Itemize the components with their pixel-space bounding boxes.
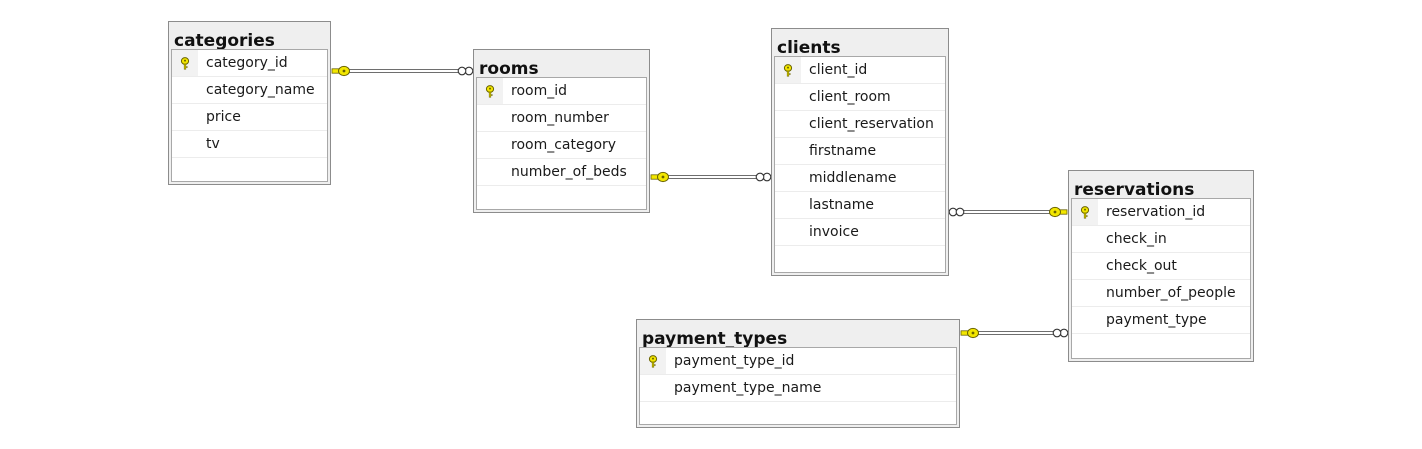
row-gutter (172, 131, 198, 157)
column-row[interactable]: payment_type_name (640, 375, 956, 402)
relation-one-key-icon (960, 327, 979, 339)
row-gutter (775, 219, 801, 245)
primary-key-gutter (172, 50, 198, 76)
column-row[interactable]: category_name (172, 77, 327, 104)
column-name: category_name (206, 82, 315, 98)
column-row[interactable]: client_id (775, 57, 945, 84)
row-gutter (1072, 307, 1098, 333)
relation-many-infinity-icon (1052, 328, 1069, 338)
table-columns: room_id room_number room_category number_of… (476, 77, 647, 210)
primary-key-icon (485, 84, 495, 98)
column-row[interactable]: check_in (1072, 226, 1250, 253)
column-row[interactable]: reservation_id (1072, 199, 1250, 226)
primary-key-icon (180, 56, 190, 70)
column-row[interactable]: price (172, 104, 327, 131)
column-name: lastname (809, 197, 874, 213)
column-name: client_reservation (809, 116, 934, 132)
column-name: payment_type_id (674, 353, 795, 369)
row-gutter (477, 159, 503, 185)
relation-many-infinity-icon (755, 172, 772, 182)
relation-reservations-clients[interactable] (948, 206, 1068, 218)
column-name: room_number (511, 110, 609, 126)
column-name: check_in (1106, 231, 1167, 247)
column-row[interactable]: category_id (172, 50, 327, 77)
relation-many-infinity-icon (457, 66, 474, 76)
row-gutter (775, 138, 801, 164)
column-name: number_of_beds (511, 164, 627, 180)
row-gutter (172, 77, 198, 103)
row-gutter (775, 84, 801, 110)
column-row[interactable]: number_of_people (1072, 280, 1250, 307)
table-title: clients (777, 38, 841, 57)
primary-key-icon (783, 63, 793, 77)
column-name: room_id (511, 83, 567, 99)
primary-key-icon (648, 354, 658, 368)
column-row[interactable]: middlename (775, 165, 945, 192)
row-gutter (1072, 280, 1098, 306)
column-name: check_out (1106, 258, 1177, 274)
column-name: invoice (809, 224, 859, 240)
column-name: client_id (809, 62, 868, 78)
relation-many-infinity-icon (948, 207, 965, 217)
primary-key-gutter (477, 78, 503, 104)
column-name: firstname (809, 143, 877, 159)
relation-categories-rooms[interactable] (331, 65, 474, 77)
column-row[interactable]: room_id (477, 78, 646, 105)
row-gutter (1072, 253, 1098, 279)
table-title: rooms (479, 59, 539, 78)
column-name: payment_type (1106, 312, 1207, 328)
row-gutter (477, 105, 503, 131)
primary-key-gutter (640, 348, 666, 374)
column-name: tv (206, 136, 220, 152)
table-title: categories (174, 31, 275, 50)
column-row[interactable]: client_reservation (775, 111, 945, 138)
row-gutter (640, 375, 666, 401)
column-name: client_room (809, 89, 891, 105)
row-gutter (775, 192, 801, 218)
column-name: reservation_id (1106, 204, 1206, 220)
primary-key-gutter (775, 57, 801, 83)
column-row[interactable]: invoice (775, 219, 945, 246)
column-row[interactable]: payment_type_id (640, 348, 956, 375)
column-row[interactable]: tv (172, 131, 327, 158)
relation-rooms-clients[interactable] (650, 171, 772, 183)
table-title: payment_types (642, 329, 788, 348)
column-row[interactable]: lastname (775, 192, 945, 219)
primary-key-gutter (1072, 199, 1098, 225)
column-name: room_category (511, 137, 617, 153)
relation-one-key-icon (650, 171, 669, 183)
column-name: price (206, 109, 241, 125)
primary-key-icon (1080, 205, 1090, 219)
column-row[interactable]: number_of_beds (477, 159, 646, 186)
relation-one-key-icon (1049, 206, 1068, 218)
column-name: number_of_people (1106, 285, 1236, 301)
column-row[interactable]: room_category (477, 132, 646, 159)
column-row[interactable]: payment_type (1072, 307, 1250, 334)
table-clients[interactable]: clients client_id client_room client_reser… (771, 28, 949, 276)
row-gutter (775, 111, 801, 137)
row-gutter (1072, 226, 1098, 252)
column-row[interactable]: check_out (1072, 253, 1250, 280)
table-columns: payment_type_id payment_type_name (639, 347, 957, 425)
column-row[interactable]: client_room (775, 84, 945, 111)
column-row[interactable]: firstname (775, 138, 945, 165)
column-name: category_id (206, 55, 288, 71)
column-row[interactable]: room_number (477, 105, 646, 132)
column-name: middlename (809, 170, 897, 186)
row-gutter (775, 165, 801, 191)
row-gutter (477, 132, 503, 158)
relation-payment-types-reservations[interactable] (960, 327, 1069, 339)
row-gutter (172, 104, 198, 130)
table-columns: reservation_id check_in check_out number_of… (1071, 198, 1251, 359)
table-title: reservations (1074, 180, 1195, 199)
column-name: payment_type_name (674, 380, 822, 396)
relation-one-key-icon (331, 65, 350, 77)
